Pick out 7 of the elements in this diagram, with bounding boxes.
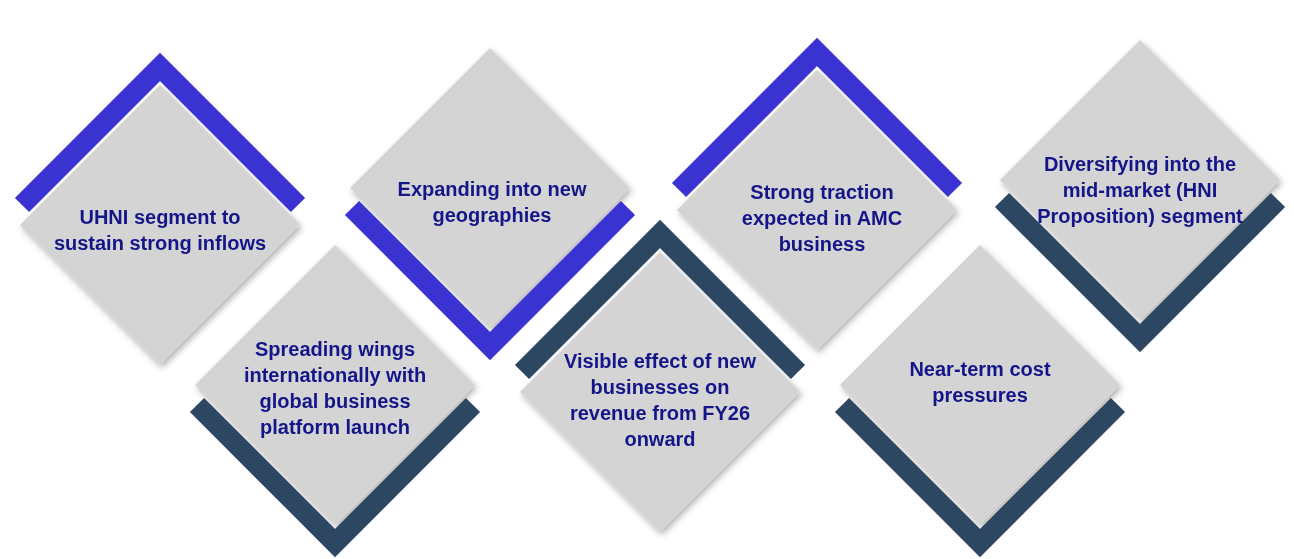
diamond-label: Diversifying into the mid-market (HNI Proposition) segment: [1036, 152, 1244, 229]
diamond-label: Spreading wings internationally with global business platform launch: [242, 337, 428, 440]
diamond-label: Expanding into new geographies: [396, 177, 588, 228]
diamond-label: UHNI segment to sustain strong inflows: [52, 205, 268, 256]
diamond-label: Visible effect of new businesses on revenue from FY26 onward: [563, 349, 757, 452]
diamond-label: Near-term cost pressures: [908, 357, 1052, 408]
diamond-label: Strong traction expected in AMC business: [740, 180, 904, 257]
